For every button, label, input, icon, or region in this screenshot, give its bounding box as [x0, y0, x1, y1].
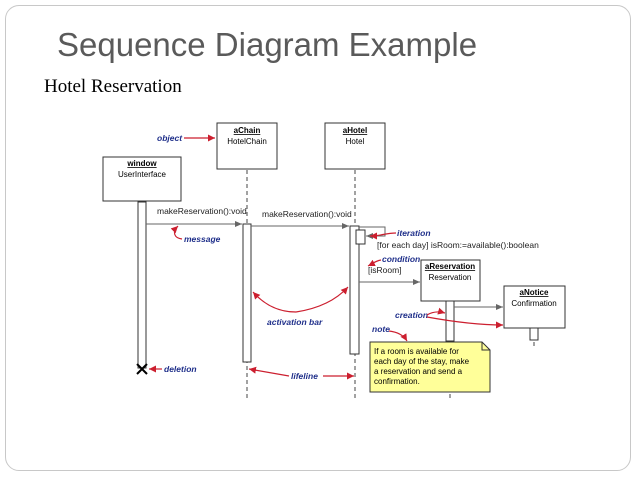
- annotation-arrow-lifeline-left: [248, 366, 290, 377]
- message-label-2: makeReservation():void: [262, 209, 352, 219]
- annotation-arrow-activation-right: [295, 286, 349, 313]
- page-title: Sequence Diagram Example: [57, 26, 478, 63]
- annotation-arrow-condition: [367, 259, 382, 267]
- activation-bar-window: [137, 201, 147, 369]
- note-line-1: If a room is available for: [374, 347, 459, 356]
- object-areservation-class: Reservation: [429, 273, 472, 282]
- annotation-message: message: [184, 234, 221, 244]
- object-areservation: aReservation Reservation: [420, 259, 481, 302]
- message-iteration-guard: [for each day] isRoom:=available():boole…: [377, 240, 539, 250]
- annotation-note: note: [372, 324, 390, 334]
- note-line-3: a reservation and send a: [374, 367, 463, 376]
- annotation-arrow-creation-left: [426, 307, 446, 316]
- object-anotice: aNotice Confirmation: [503, 285, 566, 329]
- annotation-creation: creation: [395, 310, 428, 320]
- object-ahotel: aHotel Hotel: [324, 122, 386, 170]
- object-achain-name: aChain: [234, 126, 261, 135]
- object-window-name: window: [126, 159, 157, 168]
- object-window-class: UserInterface: [118, 170, 167, 179]
- annotation-arrow-note: [388, 330, 408, 342]
- deletion-x-icon: [136, 363, 148, 375]
- annotation-arrow-activation-left: [252, 291, 297, 313]
- object-achain: aChain HotelChain: [216, 122, 278, 170]
- activation-bar-ahotel-nested: [355, 229, 366, 245]
- annotation-object: object: [157, 133, 183, 143]
- annotation-condition: condition: [382, 254, 420, 264]
- object-areservation-name: aReservation: [425, 262, 475, 271]
- annotation-lifeline: lifeline: [291, 371, 318, 381]
- object-anotice-class: Confirmation: [511, 299, 556, 308]
- page-subtitle: Hotel Reservation: [44, 76, 182, 97]
- message-condition-guard: [isRoom]: [368, 265, 402, 275]
- object-achain-class: HotelChain: [227, 137, 267, 146]
- activation-bar-ahotel: [349, 225, 360, 355]
- note-box: If a room is available for each day of t…: [369, 341, 491, 393]
- annotation-iteration: iteration: [397, 228, 431, 238]
- note-line-2: each day of the stay, make: [374, 357, 470, 366]
- activation-bar-achain: [242, 223, 252, 363]
- object-window: window UserInterface: [102, 156, 182, 202]
- activation-bar-anotice: [529, 327, 539, 341]
- message-label-1: makeReservation():void: [157, 206, 247, 216]
- annotation-arrow-creation-right: [426, 316, 504, 329]
- note-line-4: confirmation.: [374, 377, 420, 386]
- object-ahotel-name: aHotel: [343, 126, 367, 135]
- annotation-deletion: deletion: [164, 364, 197, 374]
- annotation-arrow-iteration: [369, 232, 397, 240]
- object-anotice-name: aNotice: [520, 288, 549, 297]
- annotation-arrow-message: [170, 225, 183, 240]
- slide-frame: [5, 5, 631, 471]
- object-ahotel-class: Hotel: [346, 137, 365, 146]
- annotation-activation-bar: activation bar: [267, 317, 323, 327]
